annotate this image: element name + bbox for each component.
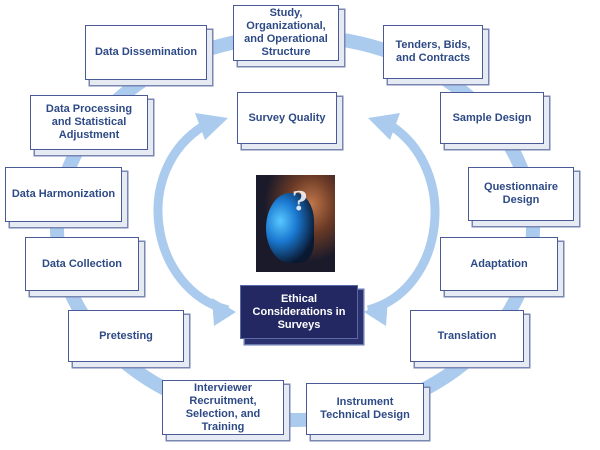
step-adaptation: Adaptation (440, 237, 558, 291)
survey-quality-box: Survey Quality (237, 92, 337, 144)
ethical-considerations-box: Ethical Considerations in Surveys (240, 285, 358, 339)
step-interviewer-recruitment: Interviewer Recruitment, Selection, and … (162, 380, 284, 435)
step-instrument-design: Instrument Technical Design (306, 383, 424, 435)
step-pretesting: Pretesting (68, 310, 184, 362)
step-data-harmonization: Data Harmonization (5, 167, 122, 222)
step-data-processing: Data Processing and Statistical Adjustme… (30, 95, 148, 150)
step-data-collection: Data Collection (25, 237, 139, 291)
left-arrow-head-in (212, 298, 236, 326)
right-inner-arrow (366, 121, 440, 315)
step-data-dissemination: Data Dissemination (85, 25, 207, 80)
step-study-structure: Study, Organizational, and Operational S… (233, 5, 339, 61)
right-arrow-head-in (364, 298, 388, 326)
step-tenders-bids: Tenders, Bids, and Contracts (383, 25, 483, 79)
right-arrow-head-up (368, 113, 400, 140)
step-questionnaire-design: Questionnaire Design (468, 167, 574, 221)
left-arrow-head-up (195, 113, 228, 140)
question-mark-icon: ? (292, 187, 308, 217)
step-translation: Translation (410, 310, 524, 362)
left-inner-arrow (153, 121, 230, 315)
head-silhouette (266, 193, 314, 263)
step-sample-design: Sample Design (440, 92, 544, 144)
head-question-mark-image: ? (256, 175, 335, 272)
